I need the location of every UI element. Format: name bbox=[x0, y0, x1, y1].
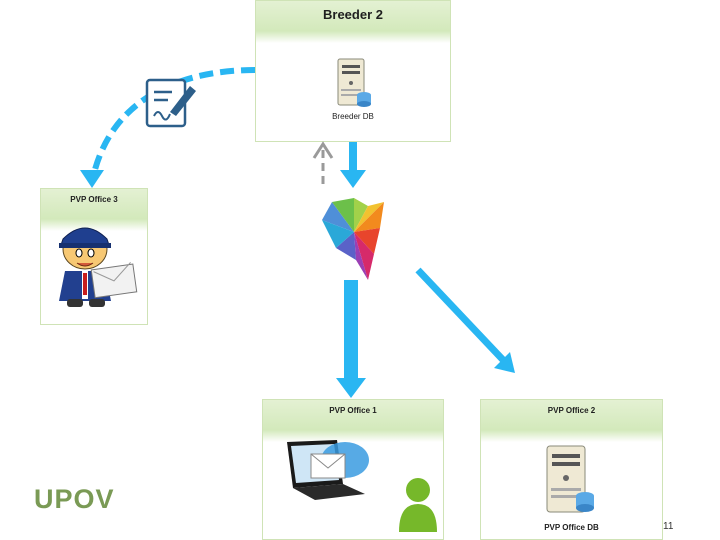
upov-logo: UPOV bbox=[34, 484, 115, 514]
breeder-db-caption: Breeder DB bbox=[332, 112, 374, 121]
office1-box: PVP Office 1 bbox=[262, 399, 444, 540]
slide-number: 11 bbox=[663, 521, 674, 532]
server-icon bbox=[337, 58, 371, 107]
office2-box: PVP Office 2 PVP Office DB bbox=[480, 399, 663, 540]
office-db-caption: PVP Office DB bbox=[544, 523, 599, 532]
arrow-hub-to-office2 bbox=[415, 267, 508, 365]
office2-title: PVP Office 2 bbox=[547, 406, 596, 415]
breeder2-box: Breeder 2 Breeder DB bbox=[255, 0, 451, 142]
postman-icon bbox=[59, 227, 138, 307]
dashed-arrow-to-office3 bbox=[89, 67, 256, 183]
person-icon bbox=[399, 478, 437, 532]
office1-title: PVP Office 1 bbox=[329, 406, 377, 415]
server-icon bbox=[546, 445, 594, 513]
office3-title: PVP Office 3 bbox=[70, 195, 118, 204]
document-signature-icon bbox=[145, 78, 196, 128]
hub-logo-icon bbox=[322, 198, 384, 280]
dashed-arrow-head bbox=[80, 170, 104, 188]
laptop-email-icon bbox=[287, 440, 369, 500]
breeder2-title: Breeder 2 bbox=[323, 7, 383, 22]
office3-box: PVP Office 3 bbox=[40, 188, 148, 325]
